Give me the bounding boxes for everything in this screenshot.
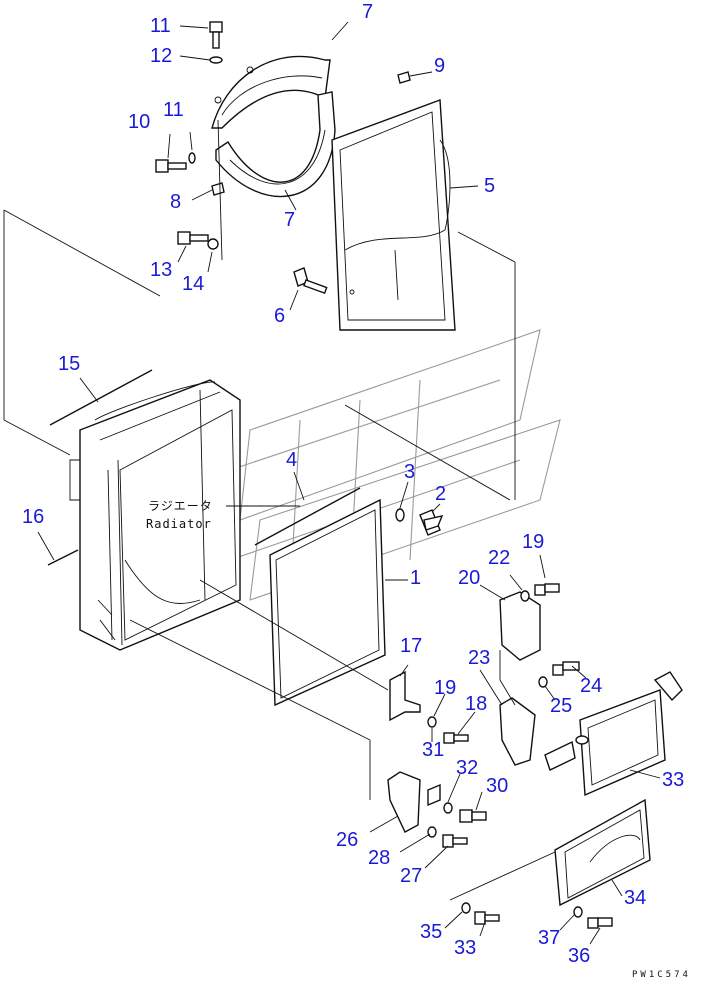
washer-3 bbox=[395, 508, 405, 522]
callout: 23 bbox=[468, 647, 490, 669]
callout: 13 bbox=[150, 259, 172, 281]
callout: 19 bbox=[522, 531, 544, 553]
bolt-18 bbox=[443, 732, 469, 744]
bracket-23 bbox=[499, 697, 536, 766]
callout: 5 bbox=[484, 175, 495, 197]
callout: 7 bbox=[362, 1, 373, 23]
callout: 28 bbox=[368, 847, 390, 869]
callout: 32 bbox=[456, 757, 478, 779]
washer-37 bbox=[573, 906, 583, 918]
seal-4 bbox=[254, 487, 361, 546]
callout: 2 bbox=[435, 483, 446, 505]
callout: 6 bbox=[274, 305, 285, 327]
wing-bolt-2 bbox=[419, 509, 444, 536]
callout: 37 bbox=[538, 927, 560, 949]
callout: 12 bbox=[150, 45, 172, 67]
callout: 10 bbox=[128, 111, 150, 133]
callout: 1 bbox=[410, 567, 421, 589]
callout: 33 bbox=[662, 769, 684, 791]
callout: 30 bbox=[486, 775, 508, 797]
callout: 14 bbox=[182, 273, 204, 295]
callout: 15 bbox=[58, 353, 80, 375]
callout: 26 bbox=[336, 829, 358, 851]
bolt-30 bbox=[459, 809, 487, 823]
callout: 18 bbox=[465, 693, 487, 715]
bolt-6 bbox=[293, 267, 328, 295]
bolt-36 bbox=[587, 917, 613, 929]
bolt-24 bbox=[552, 661, 580, 676]
bolt-33 bbox=[474, 911, 500, 925]
bolt-12 bbox=[209, 21, 223, 64]
bracket-17 bbox=[389, 670, 421, 722]
gasket-1 bbox=[269, 498, 386, 707]
washer-28 bbox=[427, 826, 437, 838]
bolt-10 bbox=[155, 152, 196, 173]
washer-25 bbox=[538, 676, 548, 688]
radiator-core bbox=[69, 379, 241, 651]
callout: 11 bbox=[150, 15, 171, 37]
callout: 36 bbox=[568, 945, 590, 967]
bracket-20 bbox=[499, 591, 541, 661]
callout: 25 bbox=[550, 695, 572, 717]
callout: 33 bbox=[454, 937, 476, 959]
callout: 3 bbox=[404, 461, 415, 483]
rod-16-lower bbox=[47, 549, 79, 566]
washer-19 bbox=[427, 716, 437, 728]
washer-22 bbox=[520, 590, 530, 602]
bolt-21 bbox=[534, 583, 560, 596]
oil-cooler-32 bbox=[544, 671, 683, 797]
callout: 8 bbox=[170, 191, 181, 213]
fan-shroud-upper bbox=[211, 55, 331, 129]
callout-numbers: 7 11 12 9 10 11 5 8 7 13 14 6 15 16 4 3 … bbox=[22, 1, 684, 967]
clip-8 bbox=[211, 182, 225, 196]
callout: 4 bbox=[286, 449, 297, 471]
washer-34 bbox=[461, 902, 471, 914]
rod-16-upper bbox=[49, 369, 153, 426]
callout: 22 bbox=[488, 547, 510, 569]
spacer-29 bbox=[427, 783, 441, 807]
callout: 9 bbox=[434, 55, 445, 77]
washer-31 bbox=[443, 802, 453, 814]
clip-9 bbox=[397, 71, 411, 84]
callout: 17 bbox=[400, 635, 422, 657]
callout: 7 bbox=[284, 209, 295, 231]
radiator-label-en: Radiator bbox=[146, 517, 212, 531]
bolt-27 bbox=[442, 834, 468, 848]
callout: 19 bbox=[434, 677, 456, 699]
callout: 34 bbox=[624, 887, 646, 909]
callout: 31 bbox=[422, 739, 444, 761]
radiator-label-jp: ラジエータ bbox=[148, 499, 213, 513]
callout: 27 bbox=[400, 865, 422, 887]
shroud-frame-5 bbox=[331, 99, 456, 331]
callout: 35 bbox=[420, 921, 442, 943]
drawing-code: PW1C574 bbox=[632, 970, 691, 980]
leader-lines bbox=[3, 21, 661, 945]
callout: 11 bbox=[163, 99, 184, 121]
fan-shroud-lower bbox=[215, 91, 336, 197]
screen-35 bbox=[554, 798, 651, 907]
bolt-14 bbox=[177, 231, 219, 250]
bracket-26 bbox=[387, 771, 421, 833]
callout: 20 bbox=[458, 567, 480, 589]
callout: 24 bbox=[580, 675, 602, 697]
callout: 16 bbox=[22, 506, 44, 528]
